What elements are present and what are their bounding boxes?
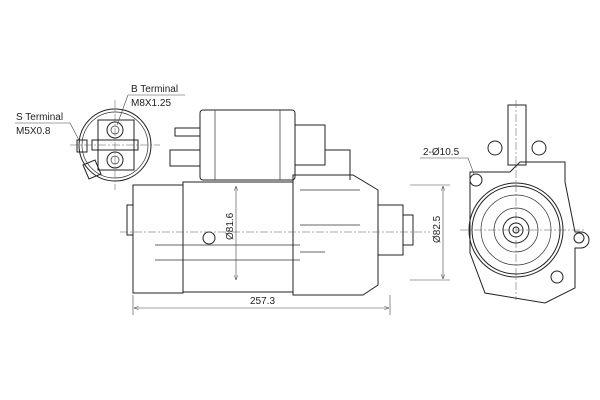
mounting-holes-callout: 2-Ø10.5: [420, 147, 475, 175]
body-diameter-label: Ø81.6: [225, 212, 236, 240]
dimension-overall-length: 257.3: [132, 295, 391, 315]
rear-end-view: [70, 100, 160, 190]
side-view: [120, 109, 430, 296]
s-terminal-label: S Terminal: [16, 112, 63, 123]
dimension-body-diameter: Ø81.6: [225, 186, 236, 280]
s-terminal-callout: S Terminal M5X0.8: [15, 112, 81, 143]
s-terminal-thread: M5X0.8: [16, 126, 51, 137]
b-terminal-label: B Terminal: [131, 84, 178, 95]
mounting-holes-label: 2-Ø10.5: [423, 147, 460, 158]
overall-length-label: 257.3: [250, 296, 275, 307]
dimension-pilot-diameter: Ø82.5: [410, 184, 450, 281]
front-view: [460, 100, 590, 304]
pilot-diameter-label: Ø82.5: [432, 215, 443, 243]
b-terminal-callout: B Terminal M8X1.25: [116, 84, 185, 126]
b-terminal-thread: M8X1.25: [131, 98, 171, 109]
